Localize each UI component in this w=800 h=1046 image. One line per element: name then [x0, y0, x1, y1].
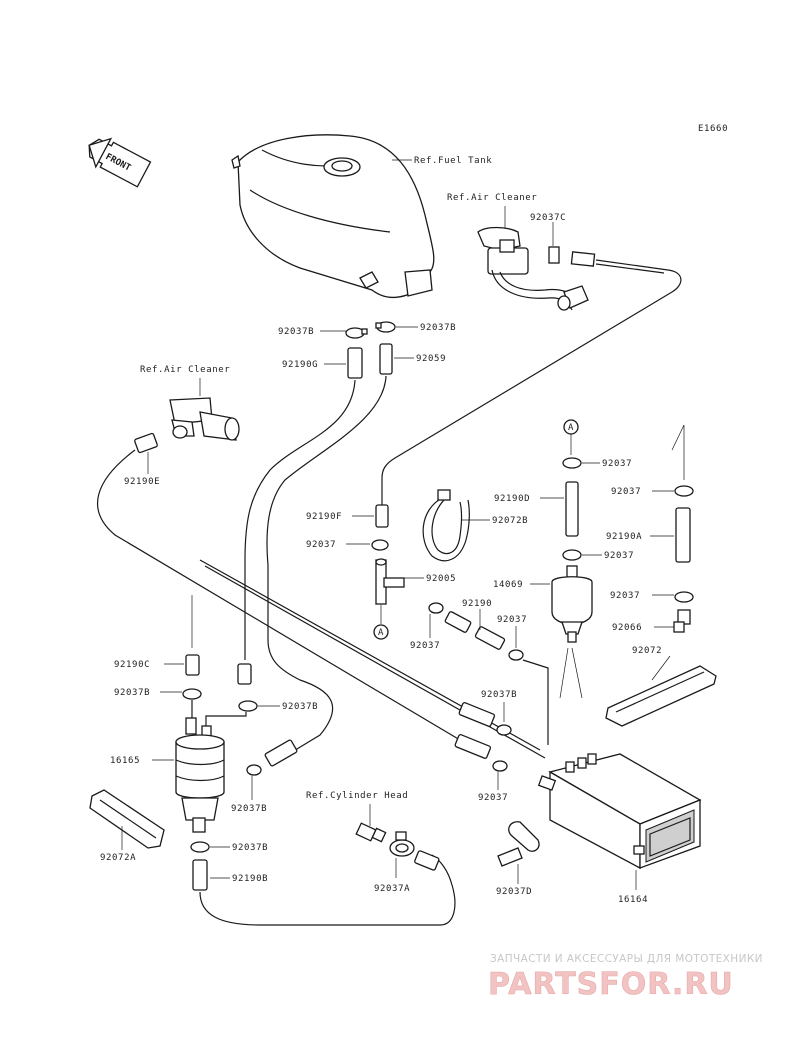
hose-92059: [379, 343, 393, 375]
part-92190D-label: 92190D: [494, 494, 530, 504]
clamp-92037B-top-right: [375, 321, 396, 333]
hose-92190A: [675, 507, 691, 563]
hose-92190-b: [474, 626, 506, 650]
part-92037D-label: 92037D: [496, 887, 532, 897]
hose-canister-upper: [458, 702, 496, 727]
part-92037C-label: 92037C: [530, 213, 566, 223]
callout-a-lower: [373, 624, 389, 640]
hose-92190D: [565, 481, 579, 537]
air-cleaner-valve-assembly: [477, 226, 596, 311]
part-92037-c-label: 92037: [604, 551, 634, 561]
part-92037-b-label: 92037: [602, 459, 632, 469]
part-92037B-mid-center-label: 92037B: [481, 690, 517, 700]
part-92066-label: 92066: [612, 623, 642, 633]
part-92059-label: 92059: [416, 354, 446, 364]
watermark-tagline: ЗАПЧАСТИ И АКСЕССУАРЫ ДЛЯ МОТОТЕХНИКИ: [490, 953, 763, 965]
part-92037-e-label: 92037: [497, 615, 527, 625]
part-92037B-top-left-label: 92037B: [278, 327, 314, 337]
part-92037-f-label: 92037: [611, 487, 641, 497]
part-16164-label: 16164: [618, 895, 648, 905]
part-92190G-label: 92190G: [282, 360, 318, 370]
part-92190E-label: 92190E: [124, 477, 160, 487]
fitting-92066: [673, 609, 691, 633]
part-92037A-label: 92037A: [374, 884, 410, 894]
clamp-92037-c: [562, 549, 582, 561]
hose-pump-outlet: [264, 739, 298, 767]
hose-92190E: [134, 432, 158, 454]
part-92190A-label: 92190A: [606, 532, 642, 542]
strap-92072: [605, 665, 717, 727]
part-92190C-label: 92190C: [114, 660, 150, 670]
clamp-92037-f: [674, 485, 694, 497]
ref-cylinder-head-label: Ref.Cylinder Head: [306, 791, 408, 801]
fuel-tank: [231, 134, 435, 299]
part-92072A-label: 92072A: [100, 853, 136, 863]
part-92072B-label: 92072B: [492, 516, 528, 526]
strap-92072B: [422, 497, 470, 562]
tee-fitting-92005: [375, 558, 405, 605]
part-16165-label: 16165: [110, 756, 140, 766]
clamp-92037B-mid-center: [496, 724, 512, 736]
fuel-pump-16165: [175, 700, 247, 833]
hose-92190F: [375, 504, 389, 528]
callout-a-lower-label: A: [378, 628, 384, 638]
part-92190B-label: 92190B: [232, 874, 268, 884]
hose-92190G: [347, 347, 363, 379]
part-92037-i-label: 92037: [478, 793, 508, 803]
clamp-92037-e: [508, 649, 524, 661]
part-92190-label: 92190: [462, 599, 492, 609]
hose-92190C: [185, 654, 200, 676]
fuel-filter-14069: [551, 565, 593, 643]
ref-air-cleaner-left-label: Ref.Air Cleaner: [140, 365, 230, 375]
clamp-92037-i: [492, 760, 508, 772]
hose-cylinder-head: [414, 850, 440, 871]
hose-short-right: [237, 663, 252, 685]
part-92037B-bottom-label: 92037B: [232, 843, 268, 853]
clamp-92037-g: [674, 591, 694, 603]
cylinder-head-nipple: [355, 822, 387, 843]
part-92005-label: 92005: [426, 574, 456, 584]
clip-92037D: [497, 821, 540, 867]
part-92037B-top-right-label: 92037B: [420, 323, 456, 333]
part-92037B-mid-left-label: 92037B: [114, 688, 150, 698]
clamp-92037-near-tee: [371, 539, 389, 551]
clamp-92037B-lower: [246, 764, 262, 776]
part-92037-g-label: 92037: [610, 591, 640, 601]
ref-fuel-tank-label: Ref.Fuel Tank: [414, 156, 492, 166]
front-arrow-icon: FRONT: [88, 137, 152, 188]
air-cleaner-t-fitting: [169, 397, 240, 441]
clamp-92037-d: [428, 602, 444, 614]
part-92037-d-label: 92037: [410, 641, 440, 651]
part-92072-label: 92072: [632, 646, 662, 656]
part-92190F-label: 92190F: [306, 512, 342, 522]
part-92037B-lower-label: 92037B: [231, 804, 267, 814]
clamp-92037A: [389, 831, 415, 857]
part-92037-a-label: 92037: [306, 540, 336, 550]
callout-a-upper-label: A: [568, 423, 574, 433]
clamp-92037B-top-left: [345, 327, 368, 339]
diagram-code: E1660: [698, 124, 728, 134]
clamp-92037B-mid-right: [238, 700, 258, 712]
clamp-92037B-mid-left: [182, 688, 202, 700]
clamp-92037B-bottom: [190, 841, 210, 853]
hose-canister-lower: [454, 734, 492, 759]
clamp-92037-b: [562, 457, 582, 469]
part-14069-label: 14069: [493, 580, 523, 590]
canister-16164: [537, 753, 702, 870]
part-92037B-mid-right-label: 92037B: [282, 702, 318, 712]
hose-92190-a: [444, 611, 472, 633]
hose-92190B: [192, 859, 208, 891]
ref-air-cleaner-top-label: Ref.Air Cleaner: [447, 193, 537, 203]
watermark-logo: PARTSFOR.RU: [488, 967, 734, 1002]
